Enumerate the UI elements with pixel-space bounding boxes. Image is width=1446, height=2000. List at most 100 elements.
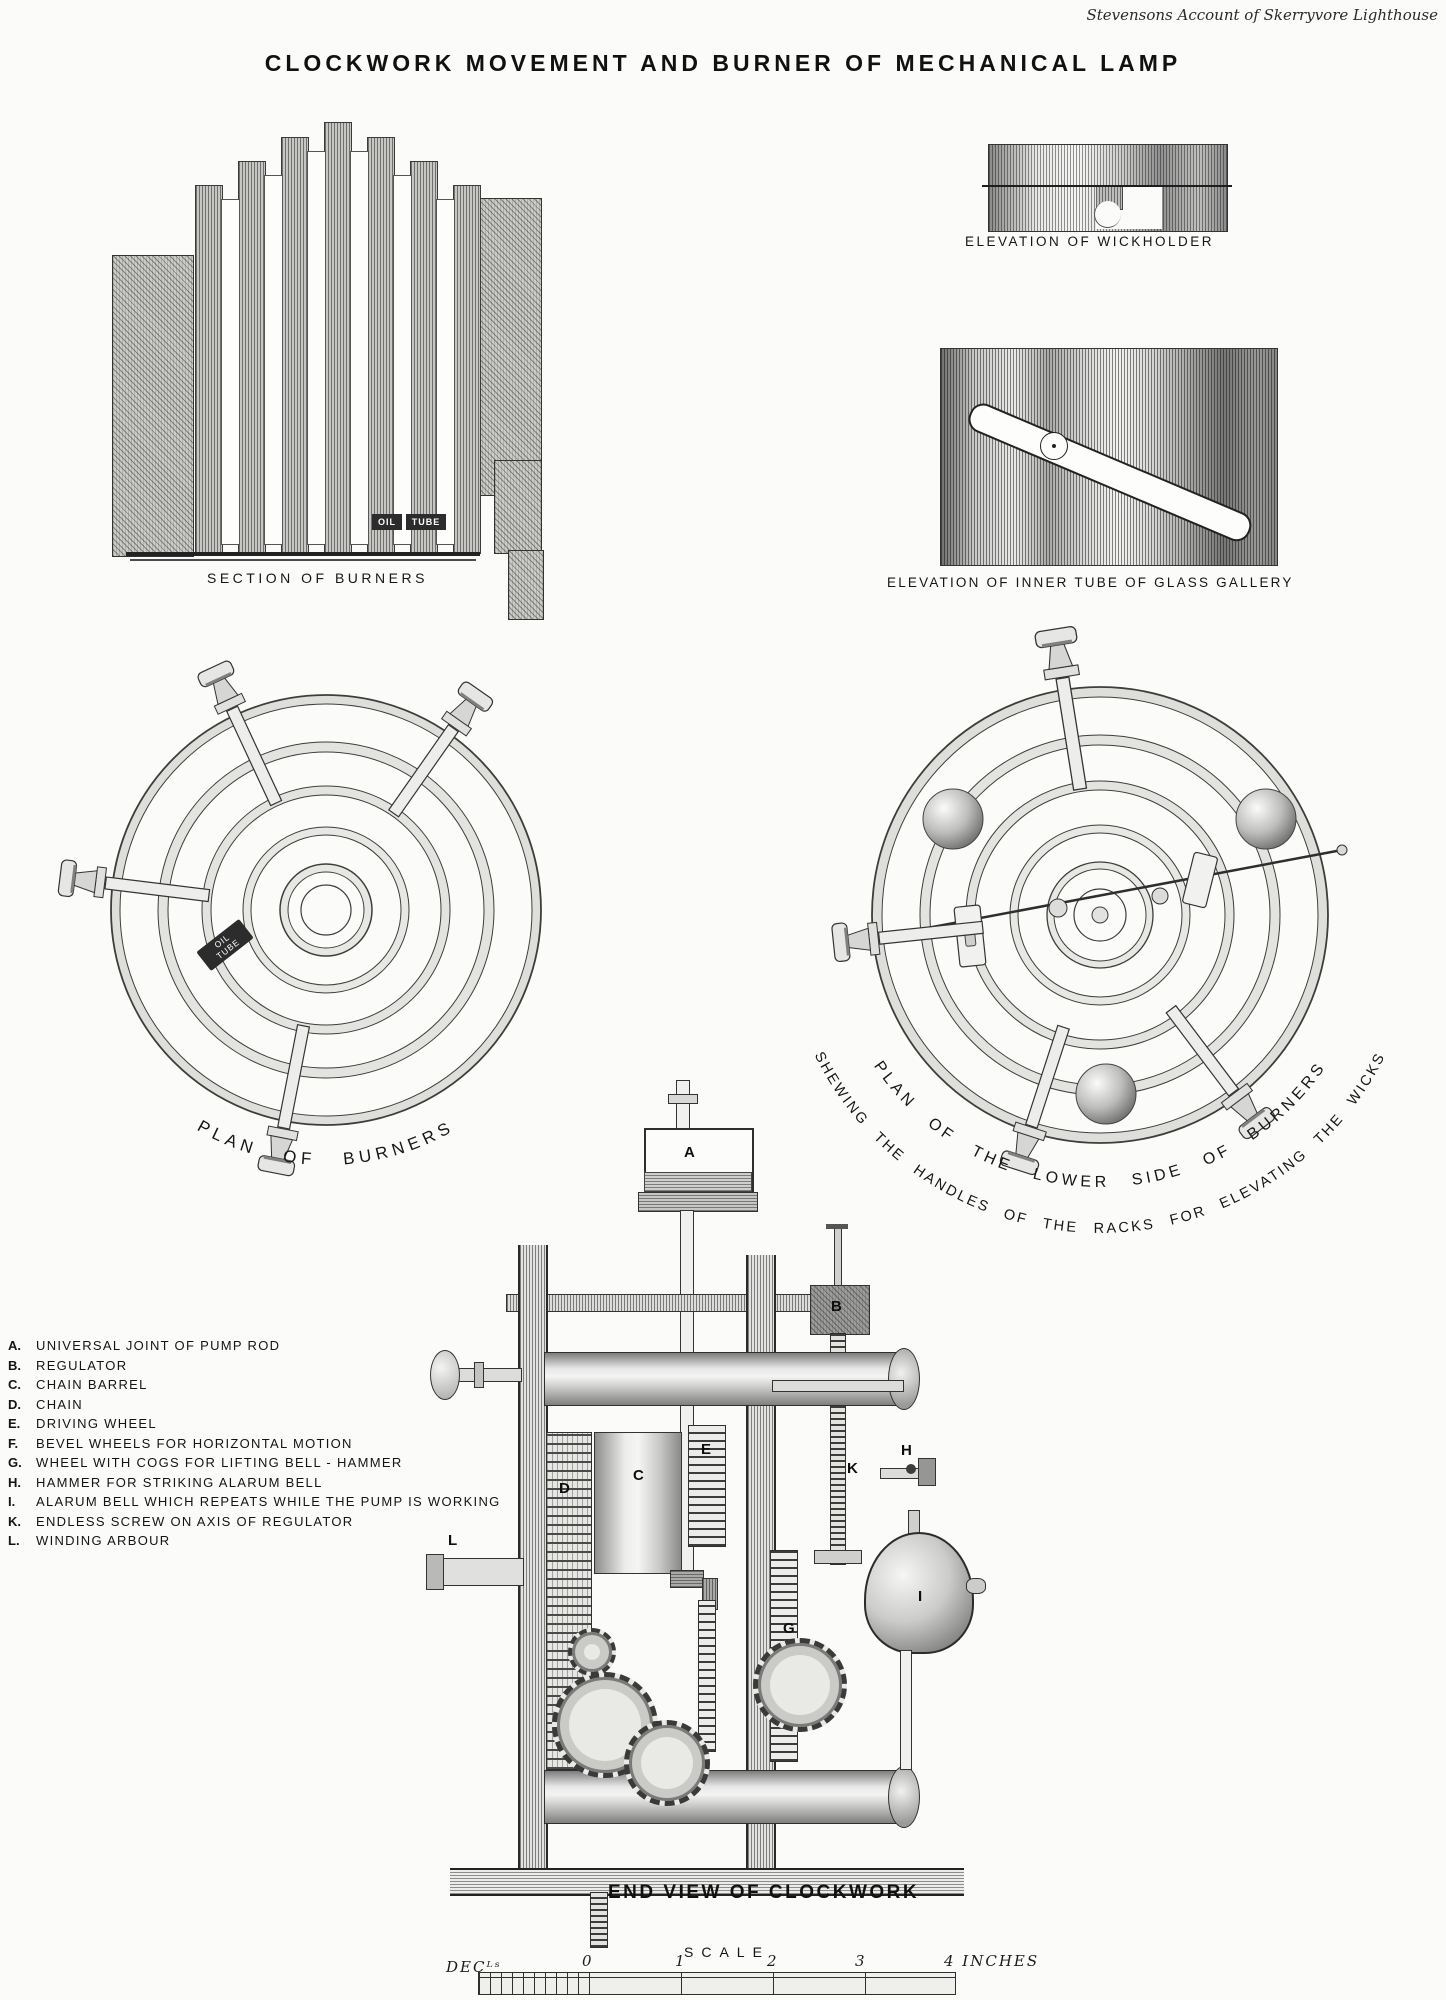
legend-row: D.CHAIN xyxy=(8,1395,553,1415)
base-foot-stack xyxy=(590,1892,608,1948)
scale-inch-divider xyxy=(589,1973,590,1994)
legend-row: A.UNIVERSAL JOINT OF PUMP ROD xyxy=(8,1336,553,1356)
marker-h: H xyxy=(901,1442,912,1459)
burner-rings xyxy=(110,694,542,1126)
legend-key: G. xyxy=(8,1455,22,1470)
marker-d: D xyxy=(559,1480,570,1497)
burner-tube xyxy=(393,175,412,545)
legend-key: E. xyxy=(8,1416,21,1431)
plate-attribution: Stevensons Account of Skerryvore Lightho… xyxy=(1086,6,1438,24)
legend-key: F. xyxy=(8,1435,19,1451)
figure-end-view-of-clockwork: A B C D E K H I G L xyxy=(426,1080,990,1948)
legend-key: L. xyxy=(8,1533,20,1548)
legend-row: E. DRIVING WHEEL xyxy=(8,1414,553,1434)
rack-roller xyxy=(1048,898,1068,918)
top-rail xyxy=(506,1294,838,1312)
burner-handle-top-right xyxy=(378,679,496,825)
burner-tube xyxy=(264,175,283,545)
caption-end-view-of-clockwork: END VIEW OF CLOCKWORK xyxy=(608,1882,920,1903)
burner-body-right-step xyxy=(494,460,542,554)
legend-row: B. REGULATOR xyxy=(8,1356,553,1376)
legend-label: CHAIN xyxy=(36,1396,83,1412)
burner-tube xyxy=(436,199,455,545)
bottom-cylinder xyxy=(544,1770,898,1824)
counterweight-ball xyxy=(1235,788,1297,850)
winding-arbour-end xyxy=(426,1554,444,1590)
pump-rod-collar xyxy=(668,1094,698,1104)
wickholder-slot-hook xyxy=(1094,201,1121,228)
scale-tick-1: 1 xyxy=(675,1952,685,1970)
oil-badge: OIL xyxy=(372,514,402,530)
scale-decimals-label: DECᴸˢ xyxy=(446,1958,502,1976)
left-handle-shaft xyxy=(454,1368,522,1382)
marker-i: I xyxy=(918,1588,923,1605)
legend-row: L.WINDING ARBOUR xyxy=(8,1531,553,1551)
burner-plate xyxy=(453,185,481,554)
chain-barrel xyxy=(594,1432,682,1574)
legend-key: A. xyxy=(8,1338,21,1353)
bell-axis-rail xyxy=(772,1380,904,1392)
legend-key: B. xyxy=(8,1357,21,1373)
hammer-head xyxy=(918,1458,936,1486)
regulator-rod-flange xyxy=(826,1224,848,1229)
marker-c: C xyxy=(633,1467,644,1484)
scale-end-label: 4 INCHES xyxy=(944,1952,1040,1970)
burner-plate xyxy=(324,122,352,554)
scale-tick-3: 3 xyxy=(855,1952,865,1970)
rack-roller xyxy=(1151,887,1169,905)
scale-decimal-cells xyxy=(479,1973,589,1994)
screw-crossbar xyxy=(814,1550,862,1564)
pump-rod-top xyxy=(676,1080,690,1134)
legend-key: C. xyxy=(8,1377,21,1392)
legend-row: I.ALARUM BELL WHICH REPEATS WHILE THE PU… xyxy=(8,1492,553,1512)
driving-wheel xyxy=(688,1425,726,1547)
marker-b: B xyxy=(831,1298,842,1315)
legend-label: DRIVING WHEEL xyxy=(36,1416,157,1431)
marker-l: L xyxy=(448,1532,458,1549)
legend-label: BEVEL WHEELS FOR HORIZONTAL MOTION xyxy=(36,1435,353,1451)
scale-inch-divider xyxy=(681,1973,682,1994)
rack-plate-right xyxy=(1182,851,1218,909)
hammer-pivot xyxy=(906,1464,916,1474)
legend-row: C.CHAIN BARREL xyxy=(8,1375,553,1395)
joint-lower-collar xyxy=(638,1192,758,1212)
legend-label: WHEEL WITH COGS FOR LIFTING BELL - HAMME… xyxy=(36,1455,403,1470)
inner-tube-pivot-dot xyxy=(1052,444,1056,448)
legend-row: F. BEVEL WHEELS FOR HORIZONTAL MOTION xyxy=(8,1434,553,1454)
cog-wheel xyxy=(753,1638,847,1732)
lower-gear-small xyxy=(624,1720,710,1806)
legend-key: H. xyxy=(8,1474,21,1490)
counterweight-ball xyxy=(1075,1063,1137,1125)
burner-body-left-block xyxy=(112,255,194,557)
burner-rings-shading xyxy=(110,694,542,1126)
plate-title: CLOCKWORK MOVEMENT AND BURNER OF MECHANI… xyxy=(264,50,1182,76)
mid-rack xyxy=(698,1600,716,1752)
idler-gear xyxy=(568,1628,616,1676)
figure-plan-of-burners: OIL TUBE PLAN OF BURNERS xyxy=(57,658,542,1178)
bottom-cylinder-cap xyxy=(888,1766,920,1828)
top-cylinder xyxy=(544,1352,898,1406)
tube-badge: TUBE xyxy=(406,514,446,530)
scale-bar-top-line xyxy=(479,1977,955,1978)
figure-plan-lower-side-of-burners: PLAN OF THE LOWER SIDE OF BURNERS SHEWIN… xyxy=(811,625,1387,1237)
burner-tube xyxy=(350,151,369,545)
rack-rod-end xyxy=(1336,844,1348,856)
right-support-rod xyxy=(900,1650,912,1770)
burner-handle-left xyxy=(57,858,212,915)
winding-arbour xyxy=(434,1558,524,1586)
burner-plate xyxy=(238,161,266,554)
legend-label: HAMMER FOR STRIKING ALARUM BELL xyxy=(36,1474,323,1490)
legend-label: ALARUM BELL WHICH REPEATS WHILE THE PUMP… xyxy=(36,1494,501,1509)
marker-a: A xyxy=(684,1144,695,1161)
figure-elevation-of-wickholder xyxy=(982,141,1232,235)
burner-body-right-step-lower xyxy=(508,550,544,620)
burner-tube xyxy=(307,151,326,545)
legend-label: REGULATOR xyxy=(36,1357,128,1373)
figure-inner-tube-of-glass-gallery xyxy=(940,348,1278,566)
scale-bar xyxy=(478,1972,956,1995)
marker-e: E xyxy=(701,1441,712,1458)
scale-tick-2: 2 xyxy=(767,1952,777,1970)
lower-handle-top xyxy=(1033,625,1101,793)
burner-body-right-block xyxy=(478,198,542,496)
